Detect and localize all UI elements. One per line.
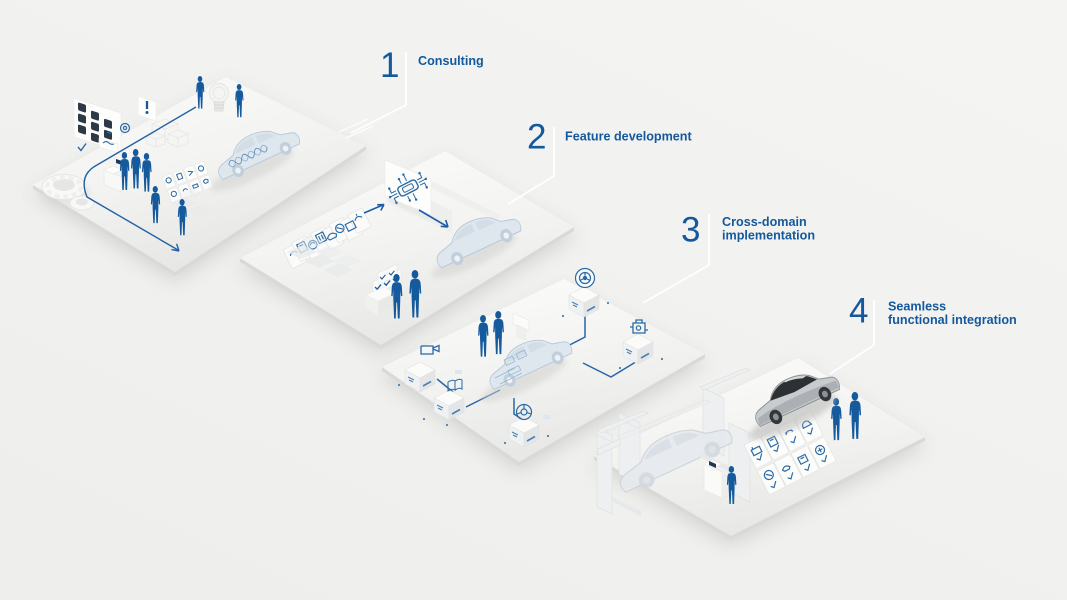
svg-text:implementation: implementation [722,229,815,243]
svg-text:Cross-domain: Cross-domain [722,215,807,229]
svg-text:Consulting: Consulting [418,54,484,68]
svg-text:3: 3 [681,211,700,250]
svg-text:functional integration: functional integration [888,313,1017,327]
svg-text:4: 4 [849,292,868,331]
svg-text:Seamless: Seamless [888,300,946,314]
svg-text:2: 2 [527,118,546,157]
svg-text:1: 1 [380,46,399,85]
svg-text:Feature development: Feature development [565,130,692,144]
